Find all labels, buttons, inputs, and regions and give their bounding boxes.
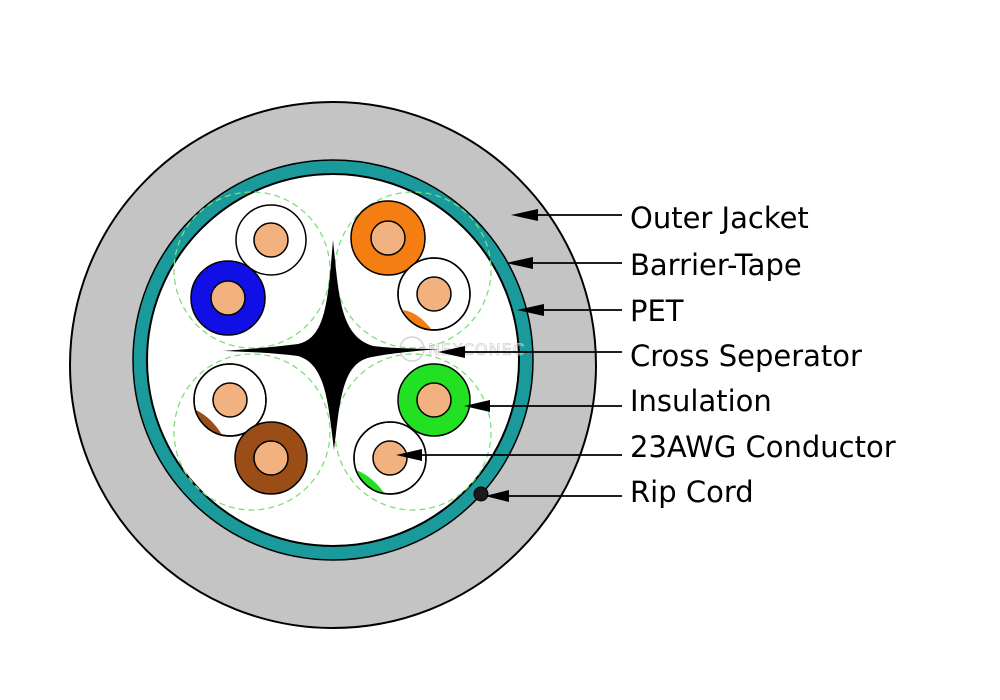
conductor [416,382,452,418]
label-outer-jacket: Outer Jacket [630,201,809,235]
leader-rip-cord [485,490,622,502]
label-barrier-tape: Barrier-Tape [630,248,802,282]
wire-white-blue [235,204,307,276]
conductor [253,440,289,476]
label-insulation: Insulation [630,384,772,418]
watermark-text: NEXCONEC [428,340,525,359]
wire-white-orange [397,257,471,331]
leader-insulation [464,400,622,412]
wires [190,200,471,495]
conductor [416,276,452,312]
wire-brown [234,421,308,495]
pair-boundary-brown [173,353,331,511]
leader-barrier-tape [506,257,622,269]
insulation-stripe [403,310,432,330]
wire-green [397,363,471,437]
insulation-outline [193,363,267,437]
insulation-stripe [196,410,222,435]
conductor [253,222,289,258]
leader-pet [517,304,622,316]
label-conductor: 23AWG Conductor [630,430,896,464]
conductor [370,220,406,256]
conductor [212,382,248,418]
labels: Outer Jacket Barrier-Tape PET Cross Sepe… [630,201,896,509]
cable-cross-section: NEXCONEC [69,101,597,629]
wire-orange [350,200,426,276]
conductor [210,280,246,316]
insulation-outline [397,257,471,331]
pair-boundary-blue [173,191,331,349]
wire-white-brown [193,363,267,437]
wire-blue [190,260,266,336]
cross-separator [222,240,440,450]
leader-outer-jacket [511,209,622,221]
label-cross-separator: Cross Seperator [630,339,862,373]
label-pet: PET [630,294,684,328]
conductor [372,440,408,476]
leader-lines [396,209,622,502]
leader-conductor [396,449,622,461]
insulation-outline [353,421,427,495]
label-rip-cord: Rip Cord [630,475,754,509]
leader-cross-separator [438,346,622,358]
insulation-stripe [356,470,385,494]
rip-cord [473,486,489,502]
wire-white-green [353,421,427,495]
